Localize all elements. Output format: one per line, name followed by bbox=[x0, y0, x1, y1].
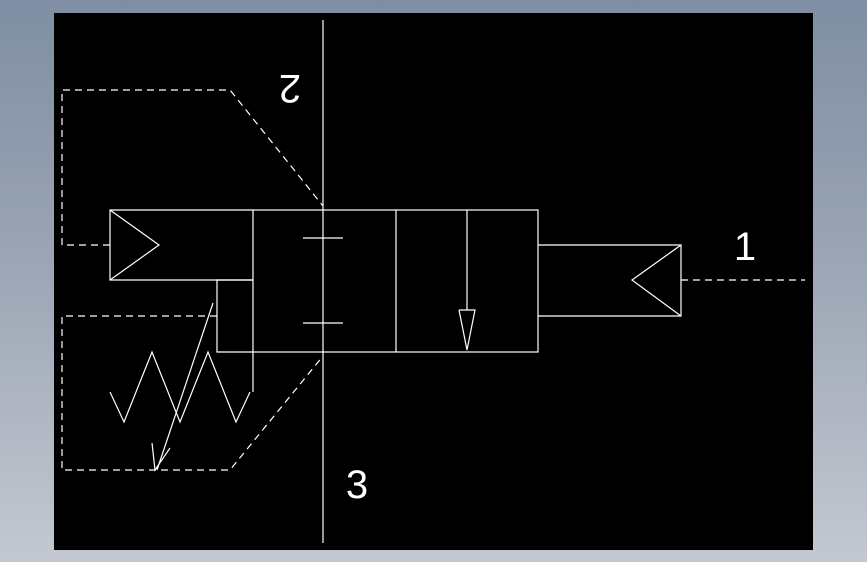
port-label-2: 2 bbox=[279, 66, 301, 110]
left-actuator-arrowhead bbox=[109, 209, 161, 281]
pilot-line-top bbox=[61, 89, 324, 246]
spring-symbol bbox=[109, 350, 251, 424]
flow-arrowhead bbox=[458, 309, 476, 351]
port-label-1: 1 bbox=[734, 225, 756, 269]
adjustable-spring-arrow-shaft bbox=[156, 302, 214, 471]
port-label-3: 3 bbox=[346, 463, 368, 507]
drawing-canvas bbox=[54, 13, 813, 550]
right-actuator-arrowhead bbox=[630, 244, 682, 317]
